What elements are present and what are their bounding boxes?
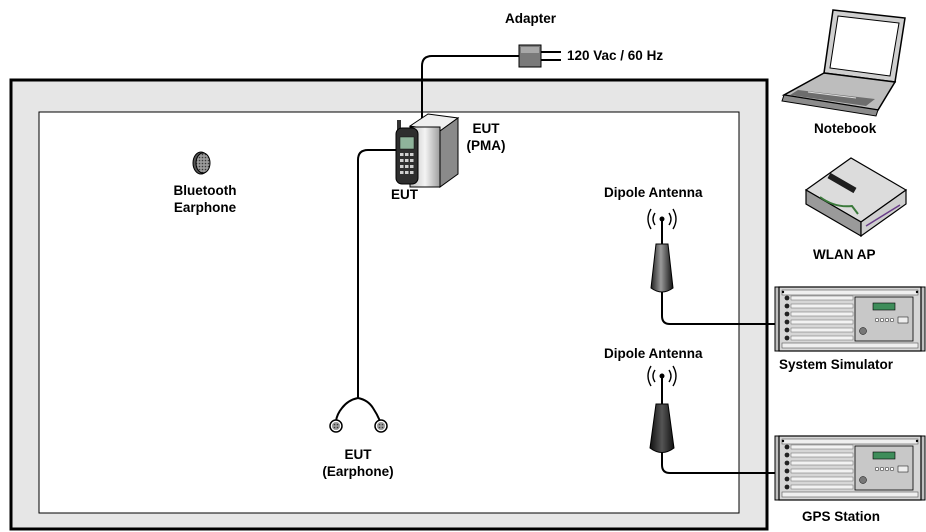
shielded-chamber — [9, 78, 769, 531]
eut-earphone-label: EUT (Earphone) — [303, 446, 413, 480]
gps-station-icon — [774, 435, 926, 501]
antenna-cable-2 — [661, 452, 780, 474]
eut-pma-label-line2: (PMA) — [466, 138, 506, 153]
wlan-ap-label: WLAN AP — [813, 247, 876, 262]
antenna-cable-1 — [661, 292, 780, 325]
power-label: 120 Vac / 60 Hz — [567, 48, 664, 63]
cables — [357, 55, 780, 474]
gps-station-label: GPS Station — [802, 509, 881, 524]
dipole-antenna-label-2: Dipole Antenna — [604, 346, 703, 361]
phone-icon — [395, 120, 419, 185]
dipole-antenna-icon — [647, 365, 677, 453]
adapter-label: Adapter — [505, 11, 557, 26]
dipole-antenna-label-1: Dipole Antenna — [604, 185, 703, 200]
power-cable — [421, 55, 520, 122]
eut-pma-label: EUT (PMA) — [456, 120, 516, 154]
system-simulator-icon — [774, 286, 926, 352]
notebook-label: Notebook — [814, 121, 877, 136]
bluetooth-earphone-icon — [192, 151, 211, 175]
eut-phone-label: EUT — [391, 187, 418, 202]
bluetooth-label-line1: Bluetooth — [173, 183, 237, 198]
bluetooth-earphone-label: Bluetooth Earphone — [160, 182, 250, 216]
dipole-antenna-icon — [647, 208, 677, 293]
eut-earphone-label-line1: EUT — [344, 447, 372, 462]
eut-pma-label-line1: EUT — [472, 121, 500, 136]
earphone-icon — [329, 397, 388, 433]
system-simulator-label: System Simulator — [779, 357, 894, 372]
eut-earphone-label-line2: (Earphone) — [322, 464, 394, 479]
bluetooth-label-line2: Earphone — [173, 200, 237, 215]
notebook-icon — [781, 9, 906, 117]
earphone-cable — [357, 149, 396, 398]
adapter-icon — [518, 44, 561, 68]
wlan-ap-icon — [804, 157, 908, 238]
